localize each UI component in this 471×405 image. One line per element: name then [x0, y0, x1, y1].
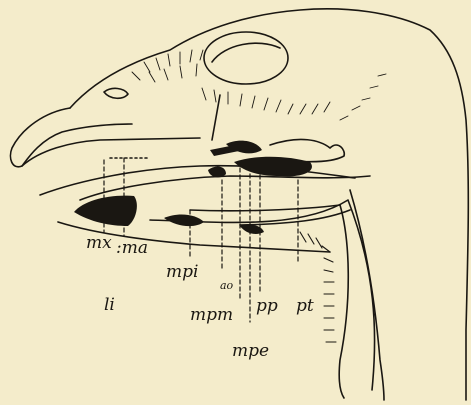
label-mpm: mpm: [190, 307, 233, 324]
eye-ring: [204, 32, 288, 84]
label-li: li: [104, 297, 115, 314]
muscle-mpe: [234, 157, 312, 177]
muscle-mpi: [164, 215, 204, 227]
trachea-rings: [300, 232, 336, 342]
muscle-ao: [208, 167, 226, 178]
label-pp: pp: [256, 298, 278, 315]
label-ma: :ma: [116, 240, 148, 257]
label-ao: ao: [220, 280, 233, 291]
label-mpe: mpe: [232, 343, 269, 360]
nostril: [104, 88, 128, 98]
muscle-mx: [74, 196, 137, 226]
eye-lid: [212, 43, 280, 62]
upper-beak-edge: [22, 138, 200, 166]
oesophagus: [150, 200, 375, 390]
upper-beak-top: [10, 108, 132, 167]
label-mx: mx: [86, 235, 112, 252]
feather-texture: [132, 50, 386, 120]
label-pt: pt: [296, 298, 314, 315]
label-mpi: mpi: [166, 264, 198, 281]
